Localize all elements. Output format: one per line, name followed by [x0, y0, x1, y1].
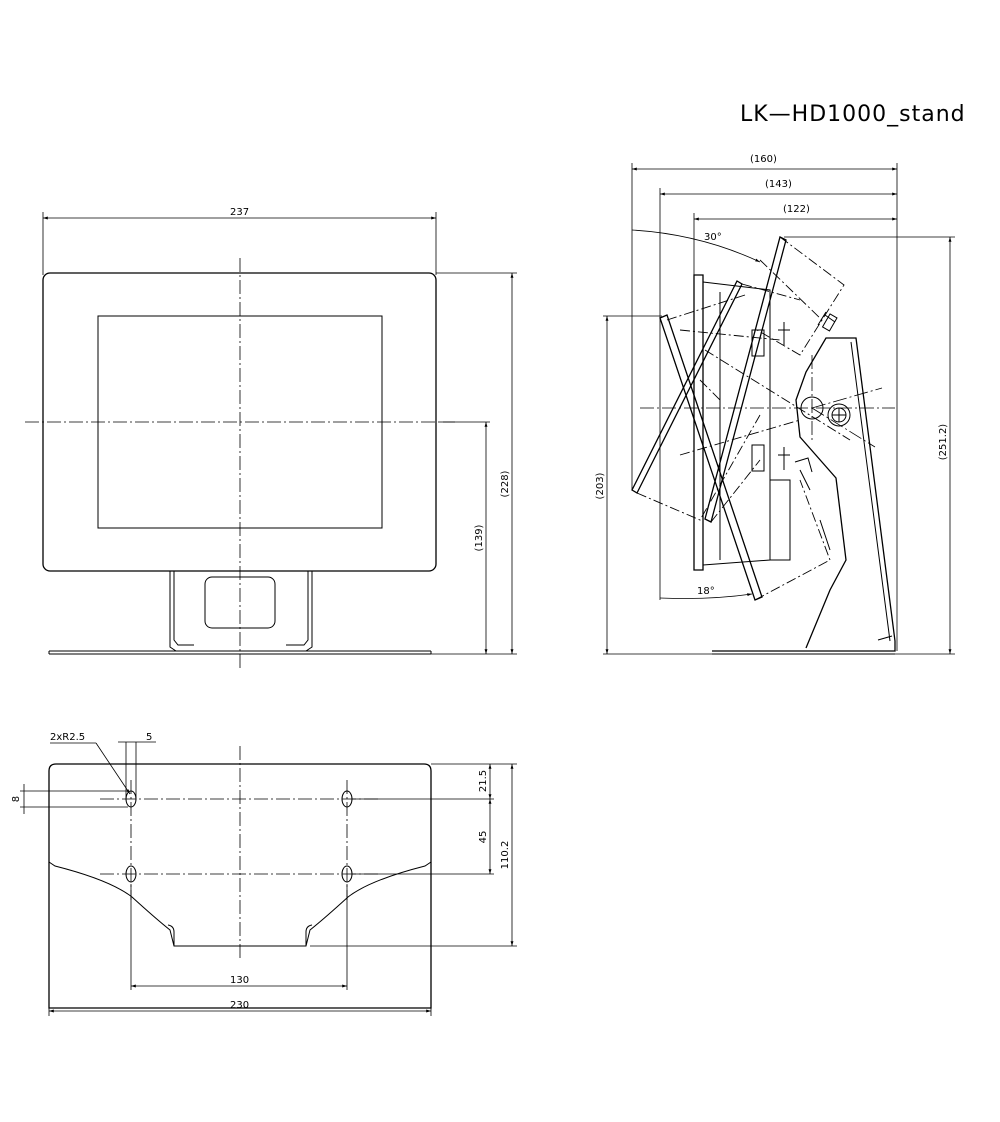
- dim-height-139: (139): [440, 421, 490, 654]
- hinge-knob: [827, 403, 851, 427]
- dim-side-2512: (251.2): [784, 236, 955, 655]
- dim-label-130: 130: [230, 975, 249, 986]
- dim-label-45: 45: [478, 831, 489, 844]
- stand-column: [712, 337, 896, 655]
- dim-label-203: (203): [595, 472, 606, 499]
- dim-hole-radius: 2xR2.5: [50, 732, 131, 795]
- dim-depth: 110.2: [310, 764, 517, 947]
- dim-label-237: 237: [230, 207, 249, 218]
- drawing-title: LK—HD1000_stand: [740, 102, 966, 127]
- dim-label-122: (122): [783, 204, 810, 215]
- dim-hole-dia: 8: [11, 784, 128, 814]
- dim-side-143: (143): [659, 179, 897, 600]
- monitor-side-tilt-forward: [659, 294, 851, 601]
- dim-label-holes: 2xR2.5: [50, 732, 85, 743]
- dim-label-1102: 110.2: [500, 841, 511, 870]
- dim-label-139: (139): [474, 524, 485, 551]
- dim-angle-18: 18°: [659, 586, 753, 599]
- front-view: 237 (228) (139): [25, 207, 517, 668]
- dim-label-2512: (251.2): [938, 424, 949, 461]
- dim-label-215: 21.5: [478, 770, 489, 792]
- dim-label-160: (160): [750, 154, 777, 165]
- dim-width-237: 237: [42, 207, 437, 275]
- dim-label-143: (143): [765, 179, 792, 190]
- dim-label-slot: 5: [146, 732, 152, 743]
- stand-base: [48, 650, 432, 655]
- stand-neck: [169, 571, 313, 652]
- dim-base-width: 230: [48, 1000, 432, 1016]
- monitor-side-vertical: [693, 274, 791, 571]
- dim-label-228: (228): [500, 470, 511, 497]
- dim-side-203: (203): [595, 315, 712, 655]
- dim-side-160: (160): [631, 154, 897, 490]
- dim-label-230: 230: [230, 1000, 249, 1011]
- monitor-side-tilt-left: [631, 280, 801, 521]
- dim-pitch-vertical: 45: [352, 799, 494, 875]
- dim-top-offset: 21.5: [352, 763, 517, 800]
- dim-angle-30: 30°: [631, 229, 761, 263]
- dim-label-18: 18°: [697, 586, 715, 597]
- base-plate-view: 2xR2.5 5 8 21.5 45: [11, 732, 517, 1016]
- dim-label-8: 8: [11, 796, 22, 802]
- dim-height-228: (228): [431, 272, 517, 655]
- side-view: (160) (143) (122) 30° 18° (251.2): [595, 154, 955, 655]
- dim-label-30: 30°: [704, 232, 722, 243]
- dim-pitch-horizontal: 130: [130, 884, 348, 990]
- dim-slot-width: 5: [118, 732, 156, 800]
- dim-side-122: (122): [693, 163, 898, 651]
- monitor-side-tilt-back: [704, 236, 845, 523]
